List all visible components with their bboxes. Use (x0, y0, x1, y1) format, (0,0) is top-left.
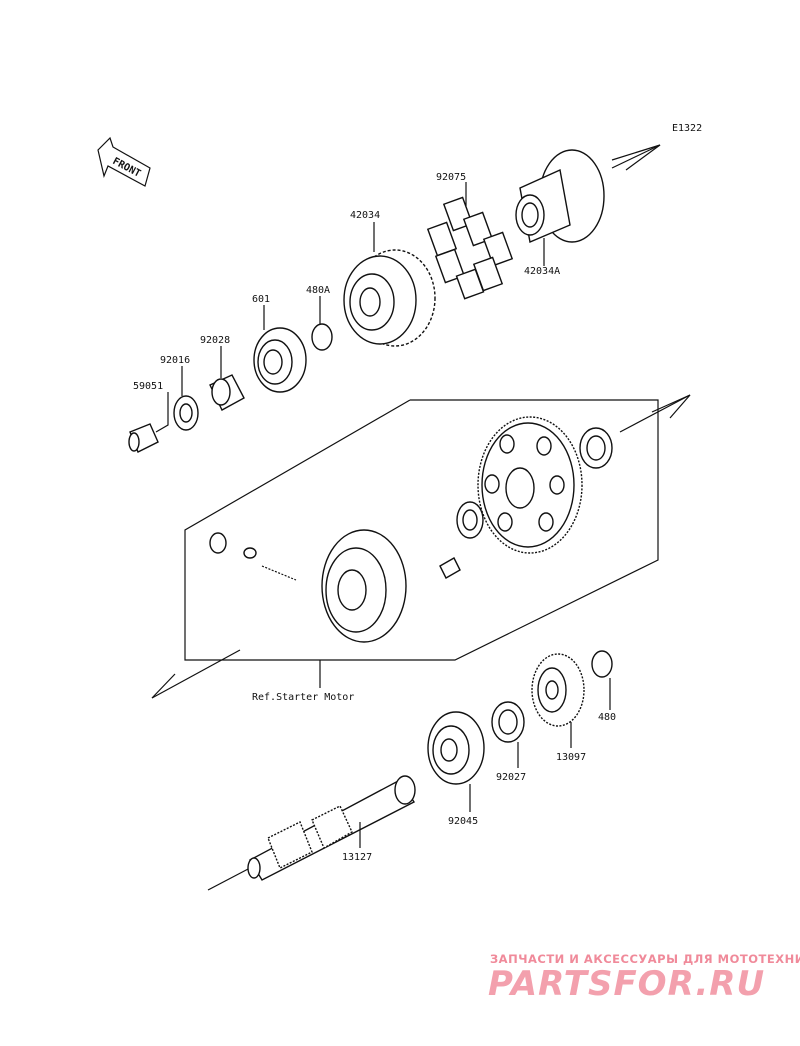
leader-lines (155, 182, 611, 848)
label-92016: 92016 (160, 355, 190, 366)
label-601: 601 (252, 294, 270, 305)
starter-ref-label: Ref.Starter Motor (252, 692, 354, 703)
part-92028-sleeve (209, 374, 245, 411)
label-42034a: 42034A (524, 266, 560, 277)
part-42034-gear (343, 249, 436, 347)
label-13127: 13127 (342, 852, 372, 863)
label-92075: 92075 (436, 172, 466, 183)
part-13097-gear (531, 653, 585, 727)
watermark: ЗАПЧАСТИ И АКСЕССУАРЫ ДЛЯ МОТОТЕХНИКИ PA… (488, 952, 800, 1004)
watermark-tagline: ЗАПЧАСТИ И АКСЕССУАРЫ ДЛЯ МОТОТЕХНИКИ (490, 952, 800, 966)
label-480: 480 (598, 712, 616, 723)
part-480a-circlip (311, 323, 333, 351)
part-59051-gear (128, 423, 159, 453)
part-92016-washer (173, 395, 199, 431)
axis-lines (151, 144, 691, 891)
part-42034a-housing (515, 149, 605, 243)
ref-code: E1322 (672, 123, 702, 134)
part-13127-shaft (247, 775, 416, 881)
starter-gear-washers (456, 427, 613, 539)
watermark-brand: PARTSFOR.RU (488, 964, 765, 1004)
front-arrow-icon: FRONT (97, 136, 151, 187)
label-92027: 92027 (496, 772, 526, 783)
part-601-bearing (253, 327, 307, 393)
label-13097: 13097 (556, 752, 586, 763)
starter-driven-gear (477, 416, 583, 554)
part-92045-bearing (427, 711, 485, 785)
starter-clutch (209, 529, 461, 643)
part-480-circlip (591, 650, 613, 678)
part-92075-rollers (426, 196, 514, 300)
label-92028: 92028 (200, 335, 230, 346)
label-480a: 480A (306, 285, 330, 296)
part-labels: 92075 42034 42034A 601 480A 92028 92016 … (133, 172, 616, 863)
label-42034: 42034 (350, 210, 380, 221)
label-59051: 59051 (133, 381, 163, 392)
part-92027-washer (491, 701, 525, 743)
label-92045: 92045 (448, 816, 478, 827)
